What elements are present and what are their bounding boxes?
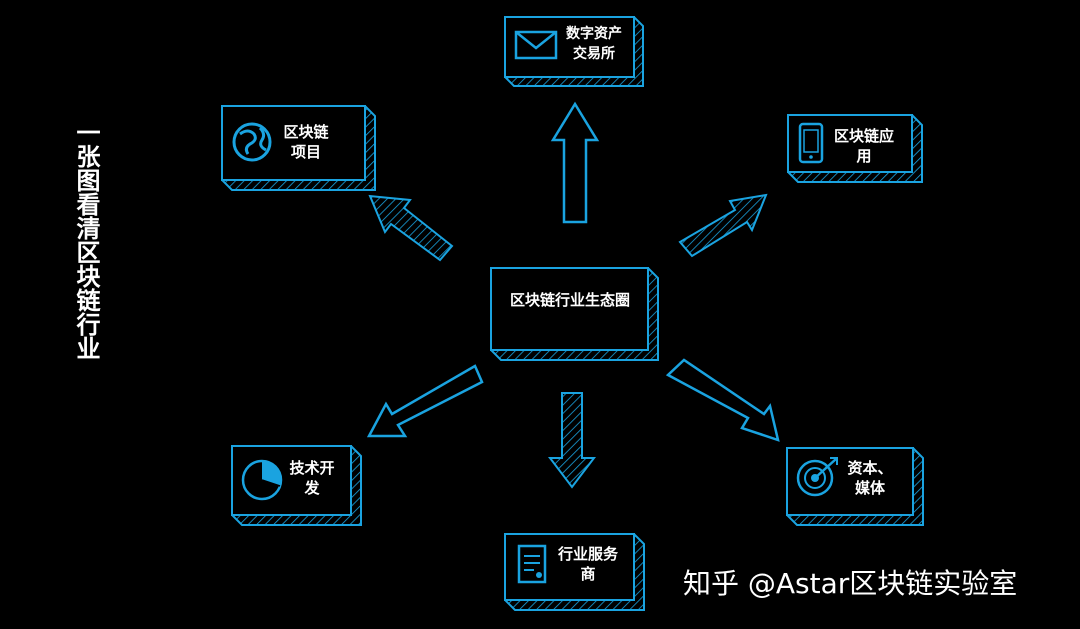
page-title: 一张图看清区块链行业 (72, 120, 100, 360)
node-services (504, 533, 645, 611)
arrow-lower-left (366, 364, 484, 438)
arrow-up (550, 101, 600, 224)
center-label: 区块链行业生态圈 (509, 291, 630, 309)
globe-icon (232, 122, 272, 162)
watermark: 知乎 @Astar区块链实验室 (683, 567, 1018, 600)
node-capital (786, 447, 924, 526)
node-projects (221, 105, 376, 191)
envelope-icon (514, 30, 558, 60)
pie-chart-icon (241, 459, 283, 501)
arrow-down (547, 392, 597, 489)
node-exchange-label: 数字资产交易所 (566, 26, 622, 62)
node-projects-label: 区块链项目 (283, 123, 329, 161)
node-capital-label: 资本、媒体 (847, 459, 893, 497)
node-apps-label: 区块链应用 (833, 127, 894, 165)
arrow-upper-left (368, 194, 454, 262)
arrow-upper-right (678, 193, 768, 258)
center-box (490, 267, 659, 361)
phone-icon (798, 122, 824, 164)
node-tech-label: 技术开发 (289, 459, 335, 497)
target-icon (796, 457, 838, 497)
node-exchange (504, 16, 644, 87)
node-tech (231, 445, 362, 526)
document-icon (517, 544, 547, 584)
node-services-label: 行业服务商 (557, 545, 618, 583)
node-apps (787, 114, 923, 183)
arrow-lower-right (665, 358, 780, 442)
